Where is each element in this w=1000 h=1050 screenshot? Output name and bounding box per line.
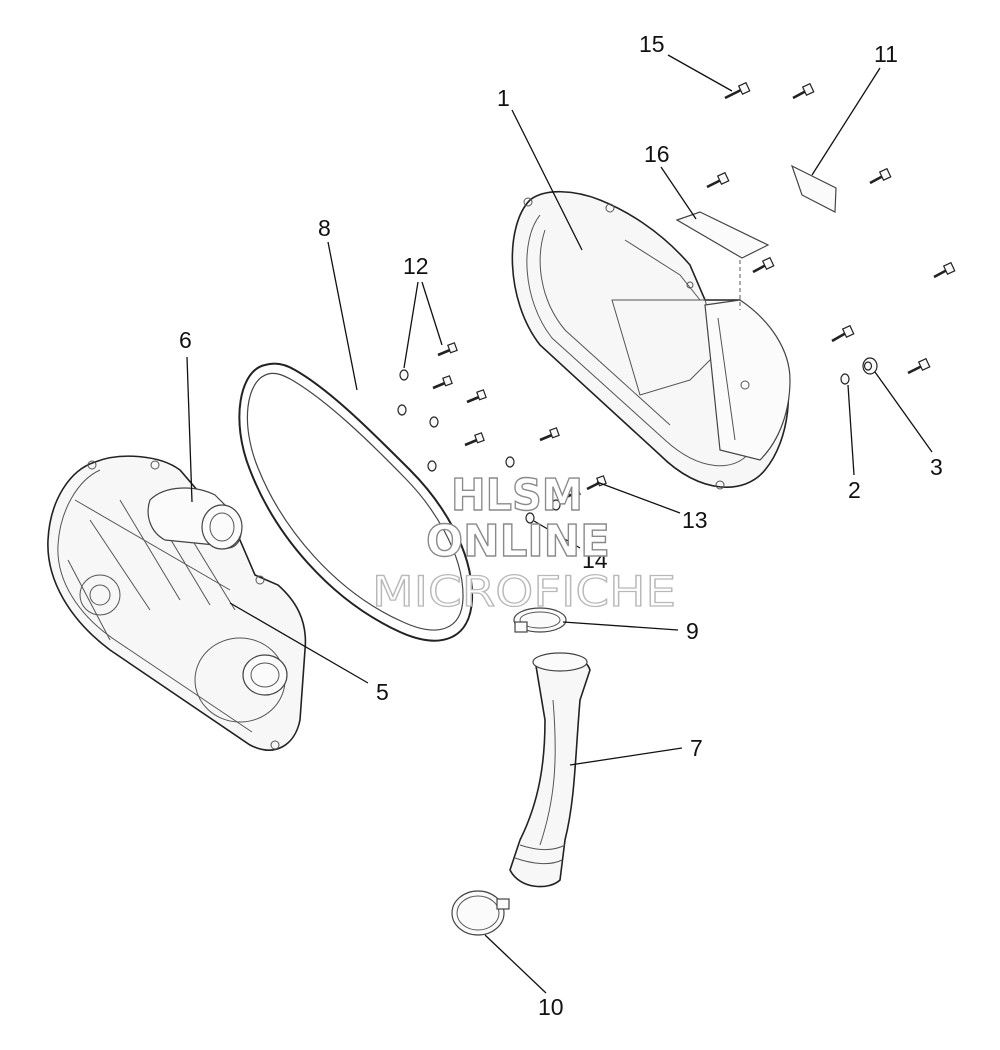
bolt-group: [432, 81, 956, 502]
callout-8: 8: [318, 215, 331, 241]
bolt-r2: [933, 261, 956, 279]
washer-12a: [399, 369, 409, 381]
callout-11: 11: [874, 41, 898, 67]
bolt-16a: [706, 171, 730, 189]
washer-12c: [429, 416, 439, 428]
bolt-r4: [907, 357, 931, 375]
bolt-15a: [724, 81, 751, 100]
callout-2: 2: [848, 477, 861, 503]
warning-label: [675, 211, 770, 259]
bolt-12a: [437, 342, 458, 357]
bolt-12c: [466, 389, 487, 404]
bolt-15b: [792, 82, 815, 100]
callout-9: 9: [686, 618, 699, 644]
callout-1: 1: [497, 85, 510, 111]
callout-labels: 1 2 3 5 6 7 8 9 10 11 12 13 14 15 16: [179, 31, 943, 1020]
outer-clutch-cover: [511, 190, 791, 490]
callout-14: 14: [582, 547, 608, 573]
bolt-11a: [869, 167, 892, 185]
callout-7: 7: [690, 735, 703, 761]
washer-12b: [397, 404, 407, 416]
washer-group: [397, 357, 878, 524]
decal-label: [790, 164, 837, 213]
callout-12: 12: [403, 253, 429, 279]
bolt-12d: [464, 432, 485, 447]
o-ring-2: [840, 373, 850, 385]
bolt-12b: [432, 375, 453, 390]
washer-14: [525, 512, 535, 524]
bolt-12e: [539, 427, 560, 442]
callout-10: 10: [538, 994, 564, 1020]
watermark: HLSM ONLINE MICROFICHE: [371, 469, 676, 616]
bolt-13a: [586, 475, 607, 491]
bolt-r1: [752, 256, 775, 274]
callout-13: 13: [682, 507, 708, 533]
bolt-r3: [831, 324, 855, 343]
callout-5: 5: [376, 679, 389, 705]
intake-duct: [509, 652, 591, 888]
drive-belt: [238, 362, 474, 642]
plug-3: [862, 357, 878, 375]
inner-clutch-cover: [47, 455, 307, 751]
watermark-line-1: HLSM: [451, 470, 583, 521]
hose-clamp-lower: [451, 890, 510, 936]
washer-14b: [551, 499, 561, 511]
leader-lines: [186, 54, 933, 994]
watermark-line-2: ONLINE: [426, 516, 610, 567]
washer-12d: [427, 460, 437, 472]
callout-6: 6: [179, 327, 192, 353]
hose-clamp-upper: [513, 607, 567, 633]
callout-15: 15: [639, 31, 665, 57]
callout-16: 16: [644, 141, 670, 167]
bolt-13b: [559, 486, 581, 502]
callout-3: 3: [930, 454, 943, 480]
washer-12e: [505, 456, 515, 468]
watermark-line-3: MICROFICHE: [372, 567, 676, 616]
